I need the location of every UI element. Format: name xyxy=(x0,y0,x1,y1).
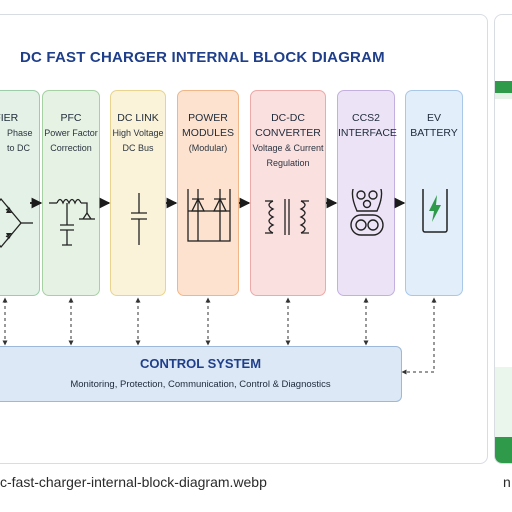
block-dc-dc-line-3: Voltage & Current xyxy=(252,143,324,153)
rectifier-bridge-icon xyxy=(0,197,33,249)
control-system-title: CONTROL SYSTEM xyxy=(139,356,262,371)
control-system-block: CONTROL SYSTEM Monitoring, Protection, C… xyxy=(0,346,402,402)
block-power-modules-title: POWER xyxy=(188,112,228,124)
block-dc-dc-converter: DC-DC CONVERTER Voltage & Current Regula… xyxy=(250,90,326,296)
block-rectifier: TIFIER Phase to DC xyxy=(0,90,40,296)
block-dc-dc-title: DC-DC xyxy=(271,112,305,124)
adjacent-card[interactable] xyxy=(494,14,512,464)
pfc-inductor-icon xyxy=(49,198,95,246)
block-dc-link-title: DC LINK xyxy=(117,112,159,124)
block-pfc-line-2: Power Factor xyxy=(44,128,98,138)
block-power-modules-line-2: MODULES xyxy=(182,127,234,139)
block-power-modules-line-3: (Modular) xyxy=(188,143,228,153)
block-power-modules: POWER MODULES (Modular) xyxy=(177,90,239,296)
battery-icon xyxy=(422,189,448,233)
block-rectifier-line-2: Phase xyxy=(7,128,33,138)
diode-pair-icon xyxy=(187,189,231,242)
block-ccs2-interface: CCS2 INTERFACE xyxy=(337,90,397,296)
block-ev-battery-title: EV BATTERY xyxy=(410,112,458,139)
adjacent-card-header-shade xyxy=(495,93,512,99)
block-dc-link-line-2: High Voltage xyxy=(112,128,164,138)
adjacent-card-panel xyxy=(495,367,512,437)
adjacent-card-footer-bar xyxy=(495,437,512,463)
block-dc-dc-line-4: Regulation xyxy=(266,158,310,168)
block-ev-battery: EV BATTERY xyxy=(405,90,463,296)
adjacent-caption-fragment[interactable]: n xyxy=(503,474,511,490)
block-pfc: PFC Power Factor Correction xyxy=(42,90,100,296)
control-system-subtitle: Monitoring, Protection, Communication, C… xyxy=(70,379,331,390)
block-dc-link: DC LINK High Voltage DC Bus xyxy=(110,90,166,296)
block-rectifier-title: TIFIER xyxy=(0,112,19,124)
block-dc-dc-line-2: CONVERTER xyxy=(255,127,321,139)
ccs2-connector-icon xyxy=(350,189,384,236)
block-pfc-line-3: Correction xyxy=(50,143,92,153)
block-ccs2-line-2: INTERFACE xyxy=(338,127,397,139)
block-ccs2-title: CCS2 xyxy=(351,112,380,124)
diagram-title: DC FAST CHARGER INTERNAL BLOCK DIAGRAM xyxy=(20,49,385,66)
adjacent-card-header-bar xyxy=(495,81,512,93)
capacitor-icon xyxy=(131,193,147,245)
image-filename-caption[interactable]: c-fast-charger-internal-block-diagram.we… xyxy=(0,474,267,490)
transformer-icon xyxy=(265,199,309,235)
block-rectifier-line-3: to DC xyxy=(7,143,31,153)
block-pfc-title: PFC xyxy=(60,112,82,124)
block-dc-link-line-3: DC Bus xyxy=(122,143,154,153)
